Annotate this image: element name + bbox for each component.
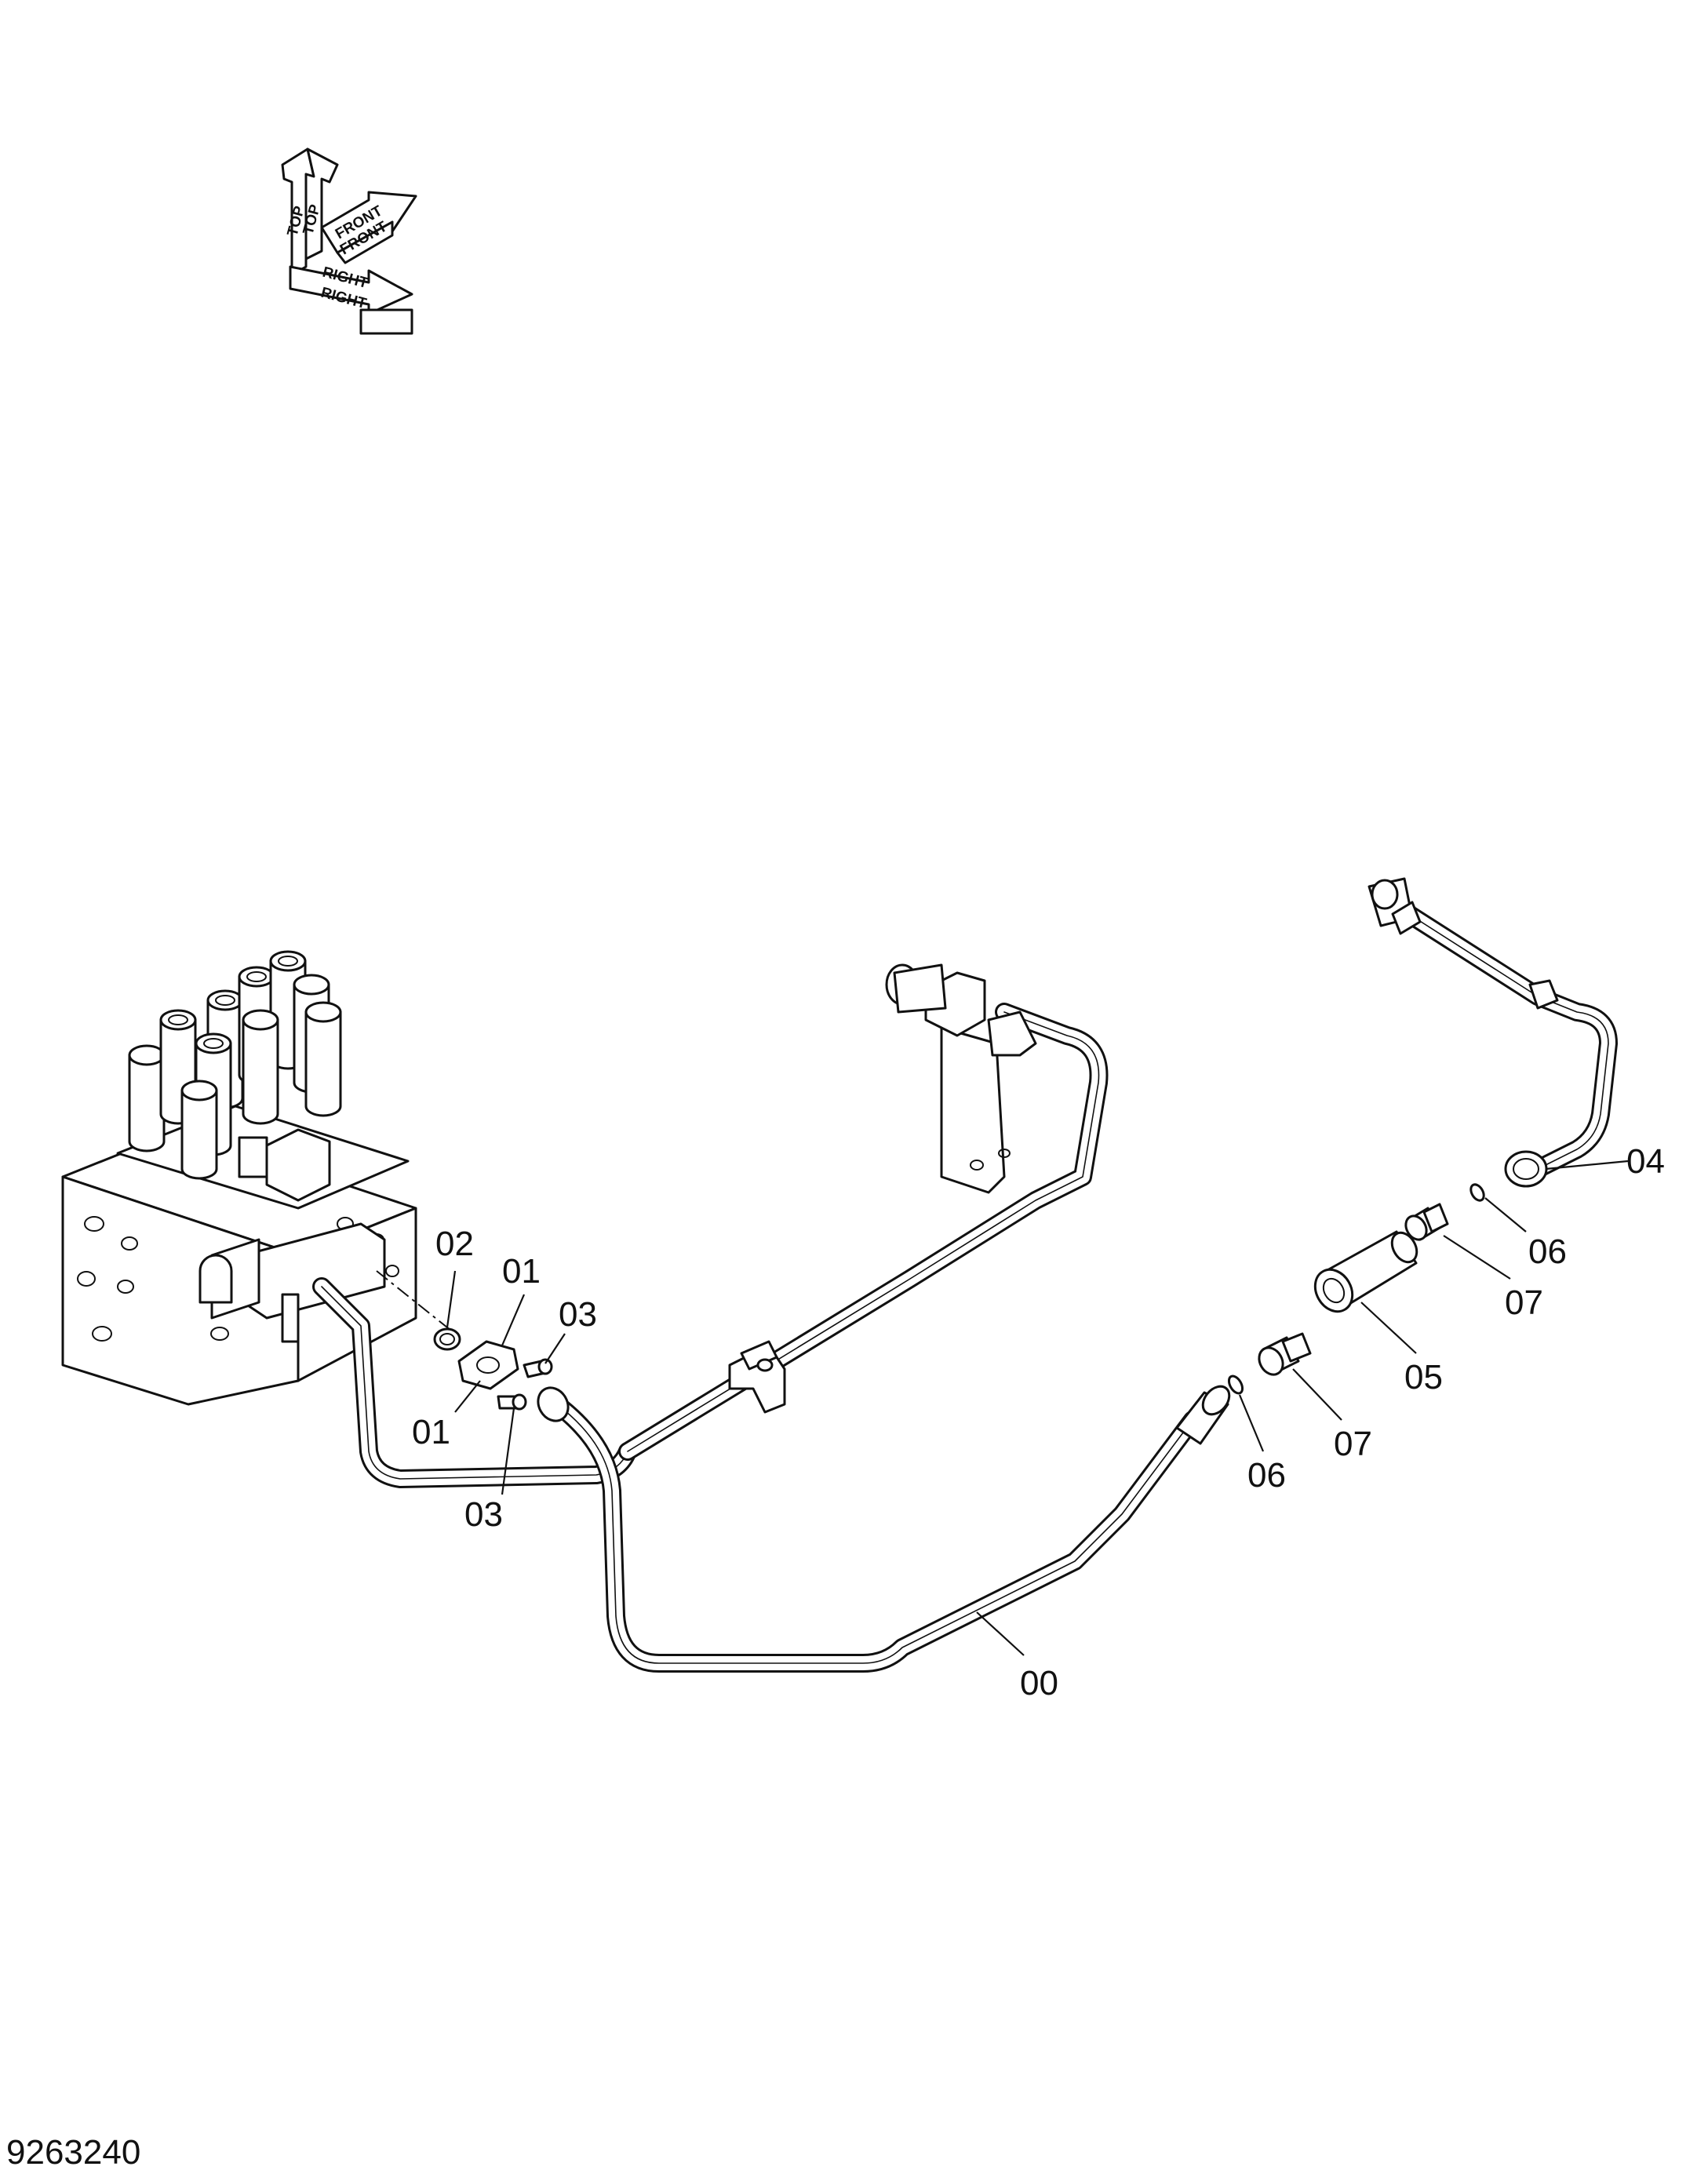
callout-06-lower: 06: [1247, 1456, 1286, 1495]
callout-00: 00: [1020, 1664, 1058, 1702]
adapter-07-upper: [1404, 1203, 1449, 1241]
fitting-05: [1313, 1230, 1418, 1313]
pipe-04: [1367, 877, 1618, 1188]
control-valve-assembly: [61, 950, 417, 1406]
callout-06-upper: 06: [1528, 1233, 1567, 1271]
callout-03-lower: 03: [464, 1495, 503, 1534]
callout-04: 04: [1626, 1142, 1665, 1181]
bolt-03-upper: [523, 1358, 553, 1378]
callout-07-upper: 07: [1505, 1283, 1543, 1322]
pipe-00: [312, 1003, 1231, 1673]
bolt-03-lower: [497, 1393, 527, 1411]
o-ring-02: [433, 1327, 461, 1351]
assembly-centerline: [376, 1270, 456, 1334]
adapter-07-lower: [1258, 1332, 1312, 1376]
callout-03-upper: 03: [559, 1295, 597, 1334]
callout-05: 05: [1404, 1358, 1443, 1396]
pipe-clamp: [728, 1340, 786, 1414]
o-ring-06-upper: [1469, 1183, 1485, 1202]
callout-02: 02: [435, 1225, 474, 1263]
drawing-number: 9263240: [6, 2133, 140, 2172]
callout-labels: 00 01 01 02 03 03 04 05 06 06 07 07: [412, 1142, 1665, 1702]
orientation-symbol: TOP TOP FRONT FRONT RIGHT RIGHT: [281, 147, 417, 335]
leader-lines: [446, 1160, 1629, 1656]
o-ring-06-lower: [1227, 1375, 1244, 1395]
upper-bracket: [885, 963, 1037, 1194]
callout-07-lower: 07: [1334, 1425, 1372, 1463]
callout-01-upper: 01: [502, 1252, 541, 1291]
callout-01-lower: 01: [412, 1413, 450, 1451]
flange-half-01: [457, 1340, 519, 1390]
